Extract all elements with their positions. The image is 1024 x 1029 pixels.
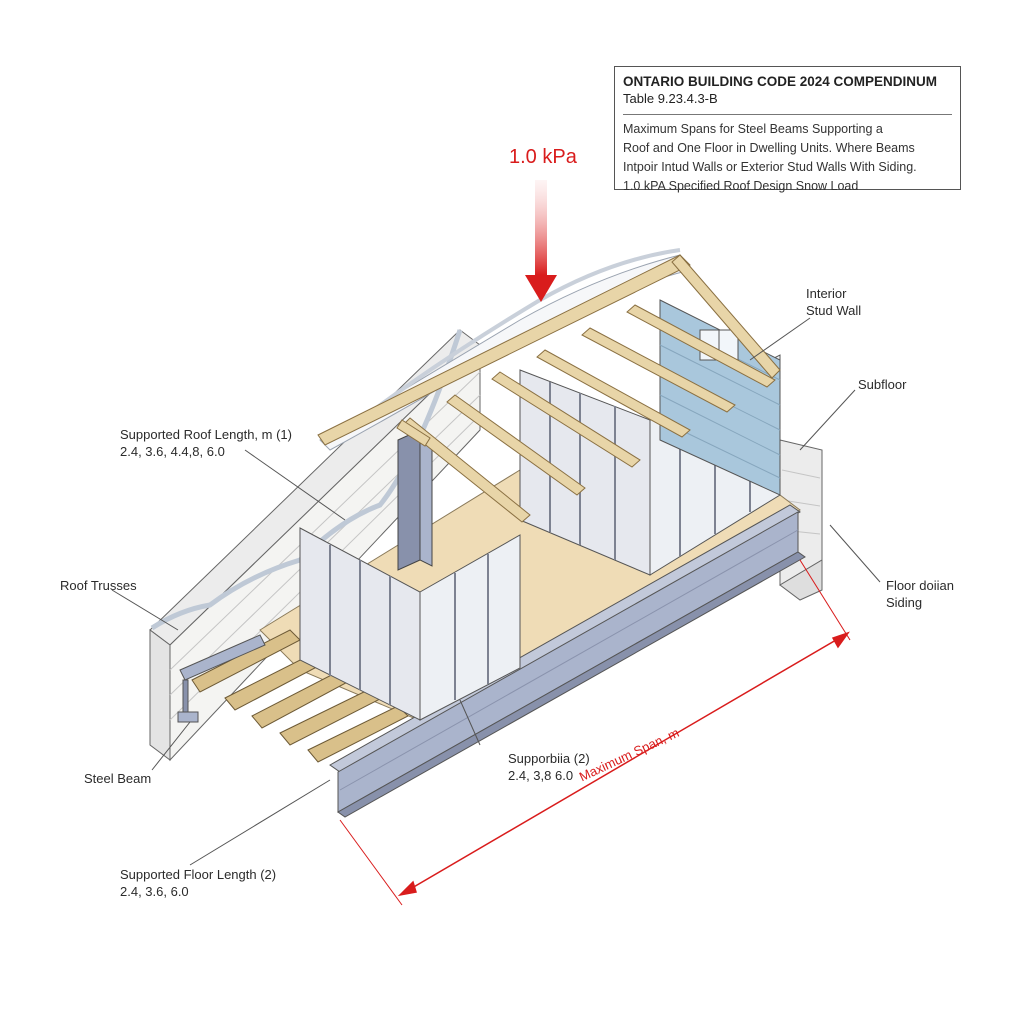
label-line: 2.4, 3.6, 4.4,8, 6.0 bbox=[120, 444, 225, 459]
label-line: Floor doiian bbox=[886, 578, 954, 593]
description-line: Maximum Spans for Steel Beams Supporting… bbox=[623, 122, 883, 136]
code-heading: ONTARIO BUILDING CODE 2024 COMPENDINUM bbox=[623, 74, 938, 89]
label-line: 2.4, 3,8 6.0 bbox=[508, 768, 574, 783]
steel-column bbox=[397, 429, 433, 571]
label-line: Interior bbox=[806, 286, 847, 301]
supported-floor-length-label: Supported Floor Length (2) 2.4, 3.6, 6.0 bbox=[120, 866, 276, 900]
label-line: Supporbiia (2) bbox=[508, 751, 590, 766]
steel-beam-left bbox=[177, 634, 266, 723]
subfloor-label: Subfloor bbox=[858, 377, 907, 392]
description-line: Intpoir Intud Walls or Exterior Stud Wal… bbox=[623, 160, 917, 174]
roof-trusses bbox=[317, 254, 781, 523]
description-line: Roof and One Floor in Dwelling Units. Wh… bbox=[623, 141, 915, 155]
supporbiia-label: Supporbiia (2) 2.4, 3,8 6.0 bbox=[508, 750, 590, 784]
label-line: Stud Wall bbox=[806, 303, 862, 318]
floor-siding-label: Floor doiian Siding bbox=[886, 577, 954, 611]
title-divider bbox=[623, 114, 952, 115]
interior-stud-wall-label: Interior Stud Wall bbox=[806, 285, 861, 319]
label-line: Siding bbox=[886, 595, 923, 610]
steel-beam-label: Steel Beam bbox=[84, 771, 152, 786]
front-stud-wall bbox=[299, 527, 521, 721]
leader-lines bbox=[111, 317, 881, 866]
label-line: Supported Roof Length, m (1) bbox=[120, 427, 292, 442]
label-line: Supported Floor Length (2) bbox=[120, 867, 277, 882]
title-box: ONTARIO BUILDING CODE 2024 COMPENDINUM T… bbox=[614, 66, 961, 193]
label-line: 2.4, 3.6, 6.0 bbox=[120, 884, 189, 899]
supported-roof-length-label: Supported Roof Length, m (1) 2.4, 3.6, 4… bbox=[120, 426, 292, 460]
maximum-span-dimension bbox=[339, 559, 851, 906]
roof-trusses-label: Roof Trusses bbox=[60, 578, 137, 593]
load-arrow bbox=[525, 180, 557, 302]
floor-joists bbox=[191, 629, 409, 763]
description-line: 1.0 kPA Specified Roof Design Snow Load bbox=[623, 179, 859, 193]
table-id: Table 9.23.4.3-B bbox=[623, 91, 718, 106]
load-label: 1.0 kPa bbox=[509, 146, 577, 168]
